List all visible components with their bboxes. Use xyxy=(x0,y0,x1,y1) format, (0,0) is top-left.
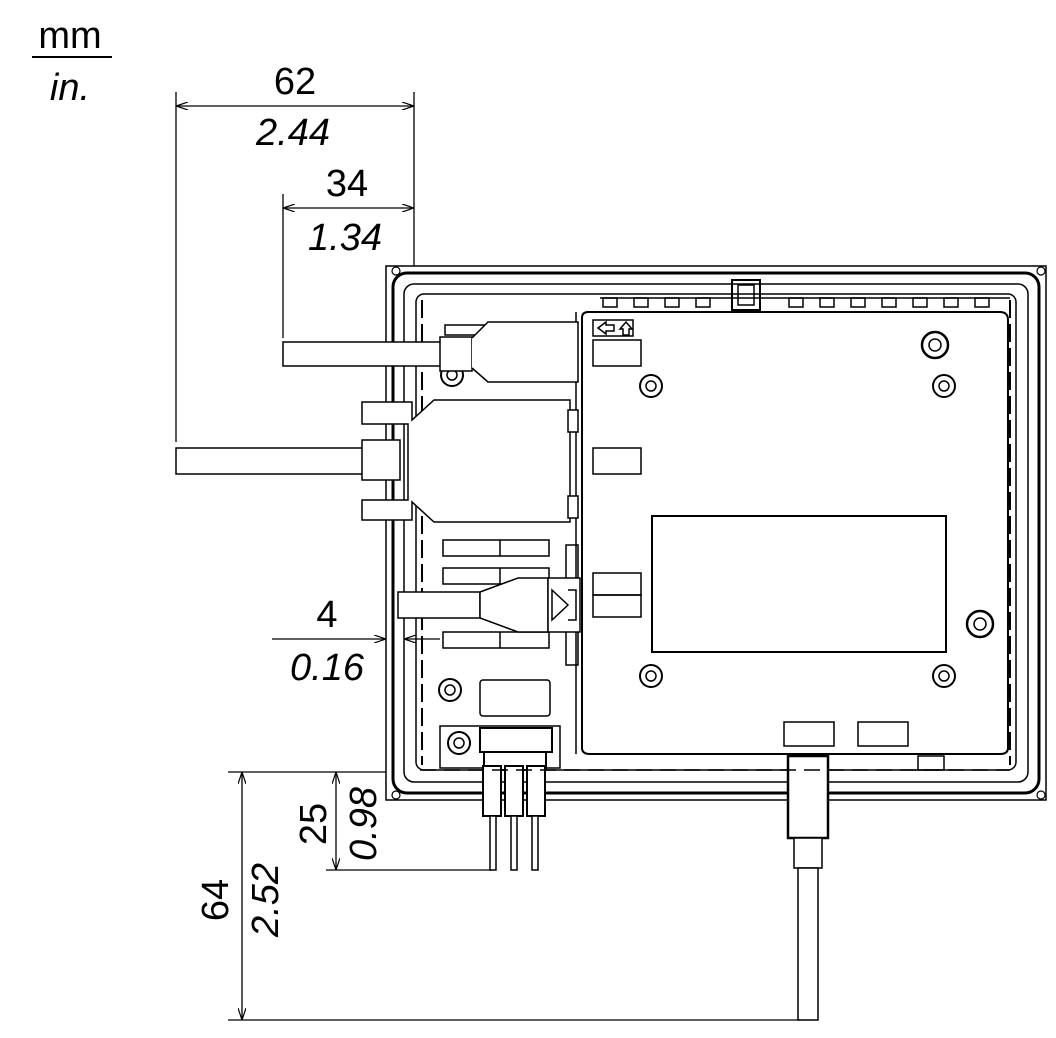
upper-cable-connector xyxy=(282,321,579,383)
unit-legend: mm in. xyxy=(32,15,112,109)
dim-34-in: 1.34 xyxy=(308,217,382,259)
dim-64-mm: 64 xyxy=(195,879,237,921)
dim-62-mm: 62 xyxy=(274,61,316,103)
dim-34-mm: 34 xyxy=(326,163,368,205)
orientation-arrows-icon xyxy=(592,319,634,337)
dim-62-in: 2.44 xyxy=(255,112,330,154)
left-port-slots xyxy=(439,324,579,769)
dim-4-mm: 4 xyxy=(316,594,337,636)
dimension-lines xyxy=(175,92,800,1021)
lower-cable-connector xyxy=(397,577,581,633)
back-plate xyxy=(575,311,1009,755)
terminal-block xyxy=(479,727,553,871)
unit-inch-label: in. xyxy=(50,67,90,109)
bottom-edge xyxy=(420,755,1010,771)
bottom-cable xyxy=(786,754,830,1021)
dimension-labels: 62 2.44 34 1.34 4 0.16 25 0.98 64 2.52 xyxy=(195,61,385,938)
middle-cable-connector xyxy=(175,399,579,523)
top-vents xyxy=(602,279,990,311)
dim-25-in: 0.98 xyxy=(343,787,385,861)
dim-25-mm: 25 xyxy=(293,803,335,845)
dim-64-in: 2.52 xyxy=(245,863,287,938)
mounting-screws xyxy=(438,330,995,755)
dim-4-in: 0.16 xyxy=(290,647,365,689)
unit-mm-label: mm xyxy=(38,15,101,57)
